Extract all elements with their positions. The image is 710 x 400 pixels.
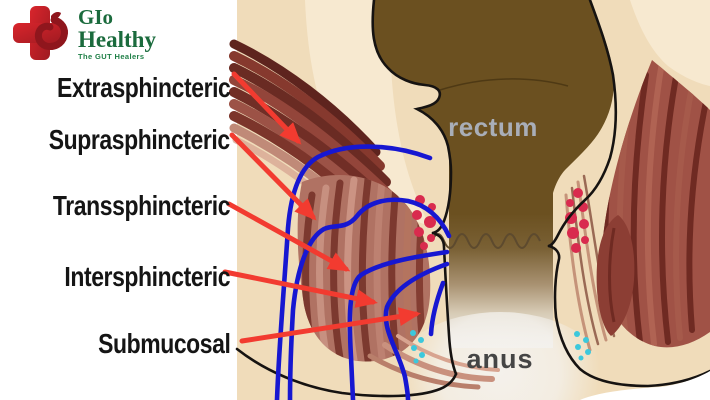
anal-gland-dots xyxy=(410,330,591,364)
label-intersphincteric: Intersphincteric xyxy=(64,261,230,292)
label-suprasphincteric: Suprasphincteric xyxy=(48,124,230,155)
arrow-intersphincteric xyxy=(222,269,378,308)
rectum-shape xyxy=(372,0,614,215)
logo-brand-line2: Healthy xyxy=(78,26,156,52)
sphincter-muscle-right xyxy=(564,60,710,352)
arrow-suprasphincteric xyxy=(229,132,317,221)
label-transsphincteric: Transsphincteric xyxy=(52,190,231,221)
logo: GIo Healthy The GUT Healers xyxy=(10,4,156,62)
logo-tagline: The GUT Healers xyxy=(78,51,145,61)
logo-cross-icon xyxy=(10,4,74,62)
tract-submucosal xyxy=(428,280,446,337)
label-submucosal: Submucosal xyxy=(97,328,231,359)
rectal-fold-line xyxy=(439,78,569,91)
tract-intersphincteric xyxy=(383,261,450,400)
caption-rectum: rectum xyxy=(448,112,538,142)
tract-suprasphincteric xyxy=(287,197,452,400)
arrow-extrasphincteric xyxy=(231,71,302,145)
hemorrhoidal-plexus-dots xyxy=(412,188,589,253)
arrow-submucosal xyxy=(239,307,421,344)
dentate-line xyxy=(431,233,541,249)
logo-brand-line1: GIo xyxy=(78,5,114,29)
label-extrasphincteric: Extrasphincteric xyxy=(56,72,231,103)
tract-transsphincteric xyxy=(347,249,450,400)
arrow-transsphincteric xyxy=(226,201,351,272)
exterior-white-area xyxy=(580,371,710,400)
perianal-light-area xyxy=(395,312,605,400)
caption-anus: anus xyxy=(466,344,534,374)
pointer-arrows xyxy=(222,71,421,344)
internal-sphincter-right xyxy=(596,215,635,336)
